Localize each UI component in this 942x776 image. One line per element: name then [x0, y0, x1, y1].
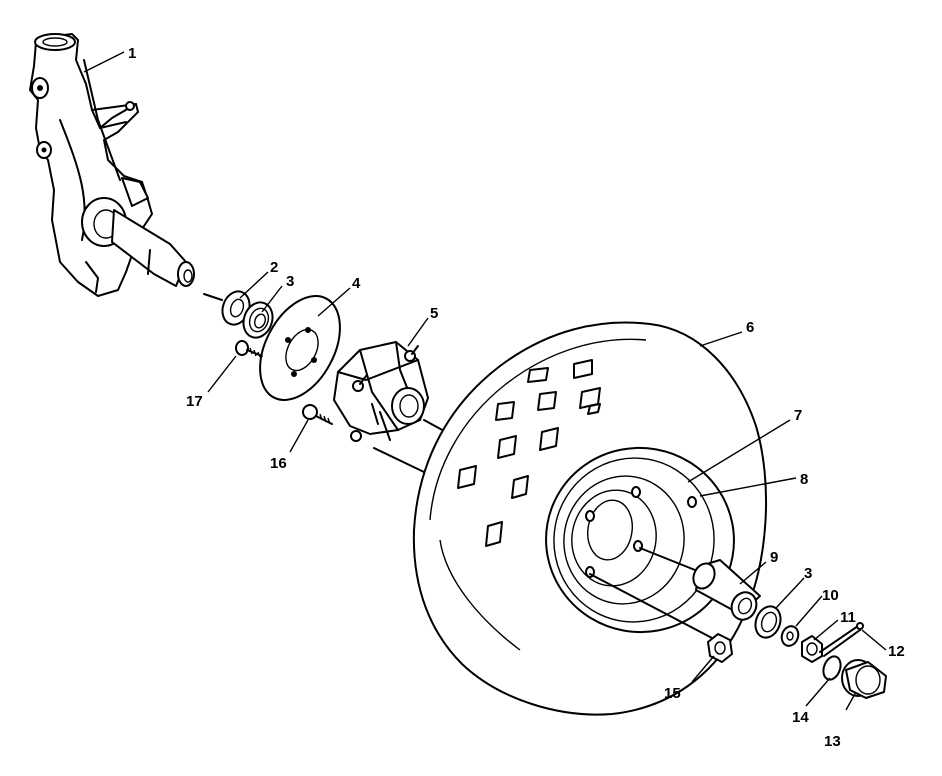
leader-lines	[83, 51, 887, 711]
steering-knuckle	[29, 33, 195, 297]
axis-line-through-rim	[639, 547, 701, 573]
spacer-tube	[692, 559, 761, 621]
callout-5: 5	[430, 305, 438, 322]
bolt-17	[235, 340, 263, 358]
axis-line-to-nut	[589, 573, 713, 639]
callout-3-outer: 3	[804, 565, 812, 582]
callout-13: 13	[824, 733, 841, 750]
cotter-pin	[819, 622, 864, 657]
o-ring	[822, 655, 842, 681]
callout-12: 12	[888, 643, 905, 660]
lug-nut	[707, 633, 733, 663]
callout-6: 6	[746, 319, 754, 336]
callout-8: 8	[800, 471, 808, 488]
bearing-inner	[242, 301, 274, 339]
callout-3-inner: 3	[286, 273, 294, 290]
axis-line-lower	[373, 447, 425, 473]
bearing-outer	[754, 605, 782, 639]
callout-15: 15	[664, 685, 681, 702]
callout-16: 16	[270, 455, 287, 472]
callout-17: 17	[186, 393, 203, 410]
brake-disc	[259, 295, 341, 401]
callout-11: 11	[840, 609, 856, 626]
callout-7: 7	[794, 407, 802, 424]
callout-labels: 1 2 3 4 5 6 7 8 9 3 10 11 12 13 14 15 16…	[128, 45, 905, 750]
callout-14: 14	[792, 709, 809, 726]
wheel-hub	[333, 341, 429, 442]
callout-10: 10	[822, 587, 839, 604]
callout-4: 4	[352, 275, 361, 292]
callout-1: 1	[128, 45, 136, 62]
washer	[780, 625, 800, 647]
castle-nut	[801, 635, 823, 663]
hub-cap	[841, 659, 887, 699]
callout-2: 2	[270, 259, 278, 276]
bolt-16	[302, 404, 333, 425]
callout-9: 9	[770, 549, 778, 566]
